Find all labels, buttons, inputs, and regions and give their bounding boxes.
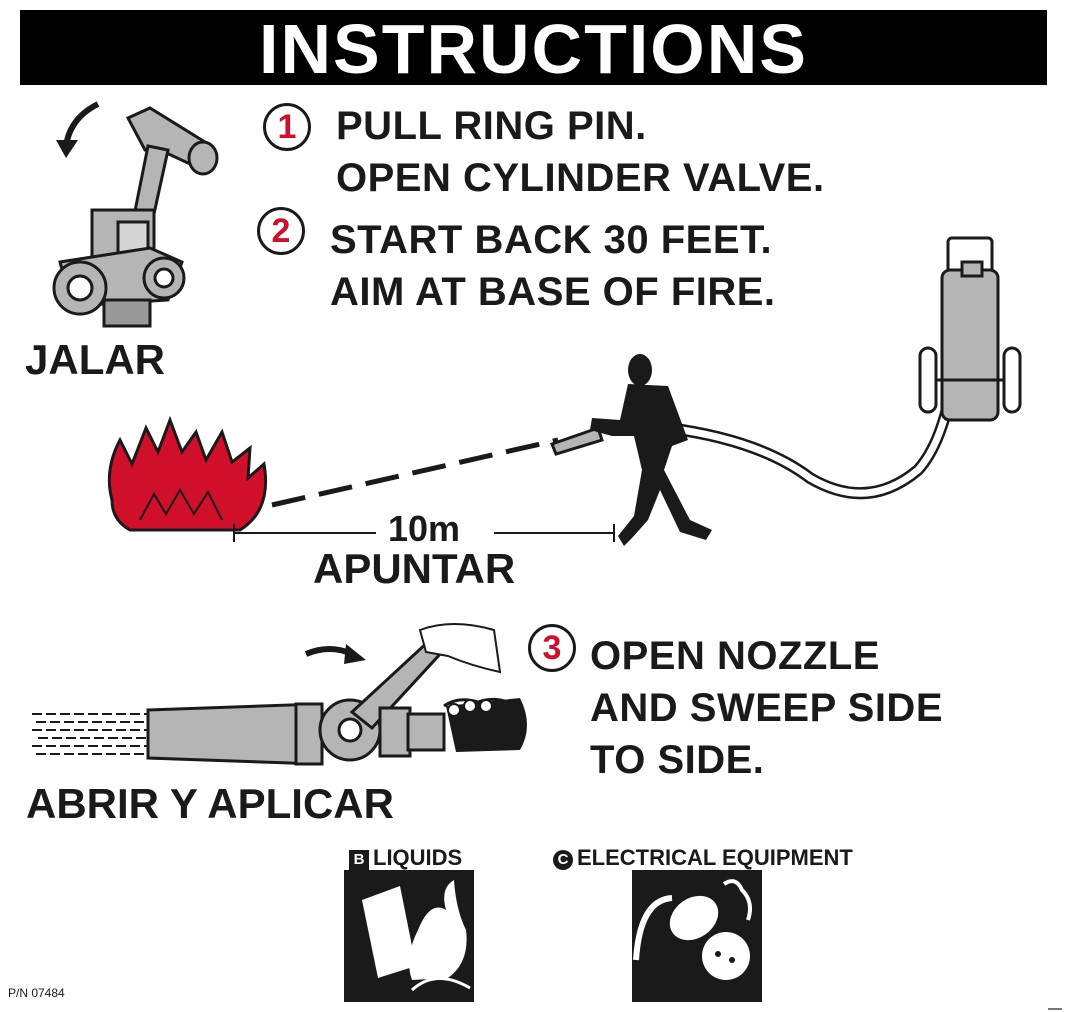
- label-abrir-y-aplicar: ABRIR Y APLICAR: [26, 780, 394, 827]
- cylinder-valve-icon: [52, 106, 219, 328]
- step-3-line-3: TO SIDE.: [590, 738, 765, 782]
- step-2-line-1: START BACK 30 FEET.: [330, 218, 773, 262]
- distance-dimension: [233, 524, 615, 542]
- instructions-header: INSTRUCTIONS: [20, 10, 1047, 88]
- class-b-letter: B: [349, 850, 369, 870]
- liquids-fire-icon: [344, 870, 474, 1002]
- nozzle-assembly-icon: [146, 637, 446, 766]
- class-b-text: LIQUIDS: [373, 845, 463, 870]
- step-3-line-2: AND SWEEP SIDE: [590, 686, 943, 730]
- step-3-number: 3: [528, 624, 576, 672]
- label-jalar: JALAR: [25, 336, 166, 383]
- distance-label: 10m: [382, 508, 467, 550]
- class-c-text: ELECTRICAL EQUIPMENT: [577, 845, 853, 870]
- nozzle: [550, 426, 604, 456]
- step-2-text: START BACK 30 FEET. AIM AT BASE OF FIRE.: [330, 214, 776, 318]
- sweep-arrow-icon: [304, 644, 366, 664]
- spray-lines: [32, 713, 148, 755]
- fire-icon: [107, 415, 268, 532]
- electrical-fire-icon: [632, 870, 762, 1002]
- step-3-text: OPEN NOZZLE AND SWEEP SIDE TO SIDE.: [590, 630, 943, 786]
- class-c-letter: C: [553, 850, 573, 870]
- part-number: P/N 07484: [8, 986, 65, 1000]
- person-silhouette-icon: [590, 354, 712, 546]
- hand-on-hose-icon: [443, 697, 527, 752]
- aim-line: [271, 437, 559, 508]
- step-2-line-2: AIM AT BASE OF FIRE.: [330, 270, 776, 314]
- step-1-text: PULL RING PIN. OPEN CYLINDER VALVE.: [336, 100, 825, 204]
- hand-on-lever-icon: [418, 623, 502, 674]
- step-1-line-2: OPEN CYLINDER VALVE.: [336, 156, 825, 200]
- wheeled-extinguisher-icon: [918, 236, 1022, 422]
- step-1-number: 1: [263, 103, 311, 151]
- rotate-arrow-icon: [56, 101, 100, 158]
- step-3-line-1: OPEN NOZZLE: [590, 634, 880, 678]
- step-2-number: 2: [257, 207, 305, 255]
- step-1-line-1: PULL RING PIN.: [336, 104, 647, 148]
- hose: [667, 271, 968, 500]
- label-apuntar: APUNTAR: [313, 545, 516, 592]
